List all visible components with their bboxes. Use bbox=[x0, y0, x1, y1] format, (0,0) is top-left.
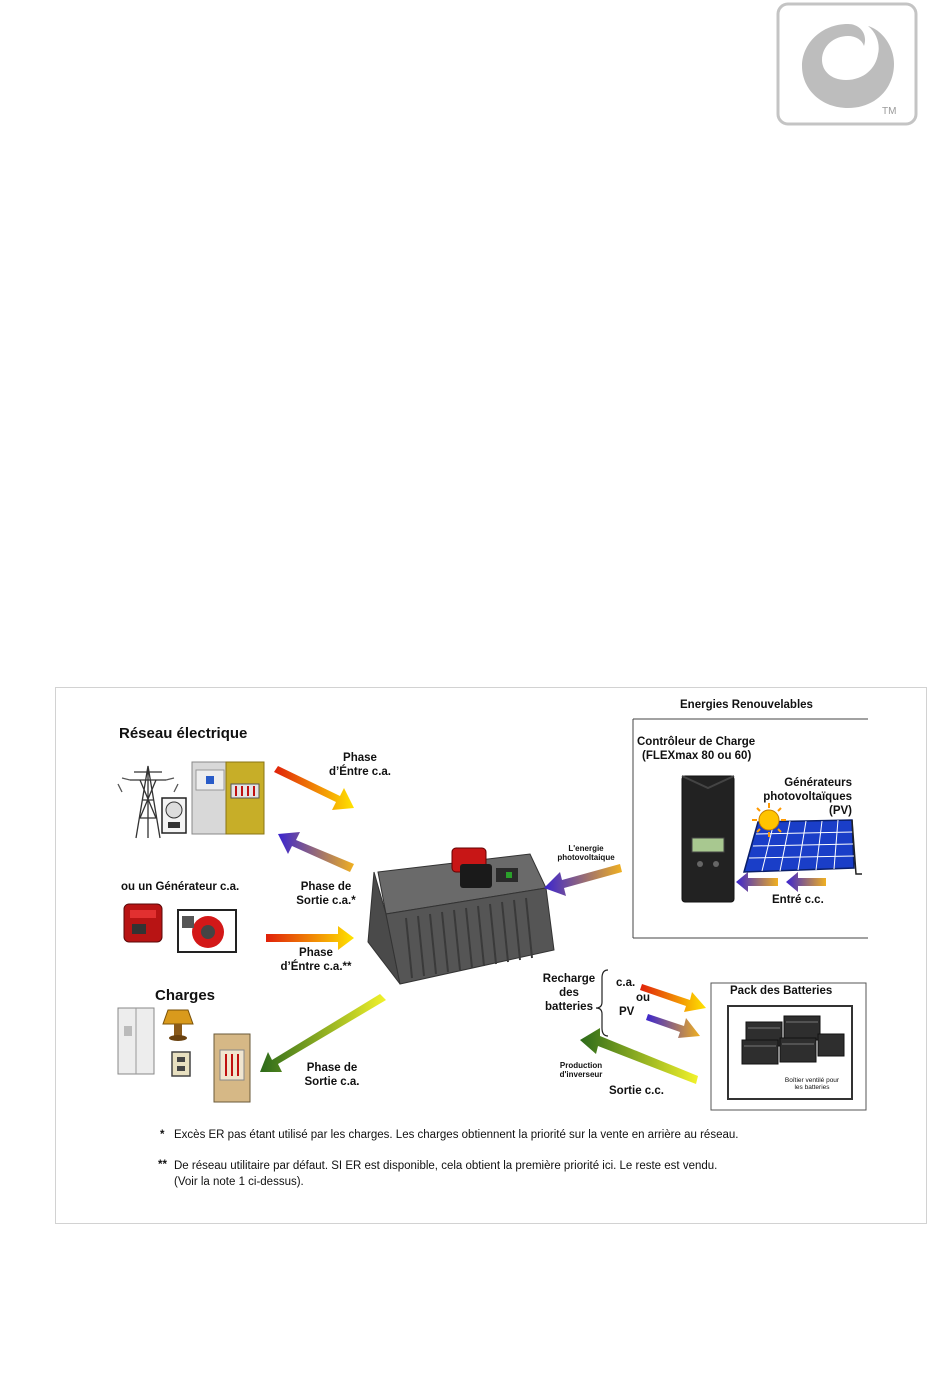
recharge-brace bbox=[595, 969, 609, 1037]
system-diagram: Energies Renouvelables Réseau électrique… bbox=[55, 687, 927, 1224]
brand-logo: TM bbox=[776, 2, 918, 126]
note-1: Excès ER pas étant utilisé par les charg… bbox=[174, 1129, 739, 1141]
utility-pylon-icon bbox=[117, 765, 179, 839]
refrigerator-icon bbox=[117, 1007, 155, 1075]
battery-pack-label: Pack des Batteries bbox=[730, 985, 833, 997]
note-2: De réseau utilitaire par défaut. SI ER e… bbox=[174, 1160, 718, 1188]
arrow-pv-energy bbox=[544, 864, 622, 896]
trademark-mark: TM bbox=[882, 106, 896, 117]
grid-title: Réseau électrique bbox=[119, 725, 248, 742]
load-panel-icon bbox=[213, 1033, 251, 1103]
arrow-ac-in-grid bbox=[274, 766, 354, 810]
sun-icon bbox=[752, 803, 786, 837]
arrow-ac-in-generator bbox=[266, 926, 354, 950]
solar-panel-icon bbox=[743, 819, 862, 875]
arrow-recharge-ac bbox=[640, 984, 706, 1012]
charge-controller-icon bbox=[681, 775, 735, 903]
lamp-icon bbox=[162, 1009, 194, 1041]
controller-label: Contrôleur de Charge(FLEXmax 80 ou 60) bbox=[637, 736, 756, 762]
arrow-ac-out-loads bbox=[260, 994, 386, 1072]
label-pv: PV bbox=[619, 1006, 635, 1018]
note-2-mark: ** bbox=[158, 1159, 167, 1171]
label-ca: c.a. bbox=[616, 977, 636, 989]
brand-swirl-logo-icon: TM bbox=[776, 2, 918, 126]
loads-title: Charges bbox=[155, 987, 216, 1004]
arrow-recharge-pv bbox=[646, 1014, 700, 1038]
inverter-icon bbox=[367, 847, 555, 985]
note-1-mark: * bbox=[160, 1129, 165, 1141]
dc-in-label: Entré c.c. bbox=[772, 894, 824, 906]
electric-meter-icon bbox=[161, 797, 187, 834]
label-ou: ou bbox=[636, 992, 651, 1004]
wall-outlet-icon bbox=[171, 1051, 191, 1077]
arrow-ac-out-grid bbox=[278, 832, 354, 872]
label-dc-out: Sortie c.c. bbox=[609, 1085, 664, 1097]
battery-icon bbox=[741, 1015, 845, 1065]
diagram-graphics bbox=[117, 718, 868, 1111]
arrow-dc-in-2 bbox=[786, 872, 826, 892]
generator-title: ou un Générateur c.a. bbox=[121, 881, 240, 893]
arrow-inverter-output bbox=[580, 1028, 698, 1084]
grid-panel-icon bbox=[191, 761, 265, 835]
renewables-title: Energies Renouvelables bbox=[680, 699, 813, 711]
generator-icon bbox=[123, 903, 237, 953]
arrow-dc-in-1 bbox=[736, 872, 778, 892]
renewables-frame bbox=[632, 718, 868, 939]
